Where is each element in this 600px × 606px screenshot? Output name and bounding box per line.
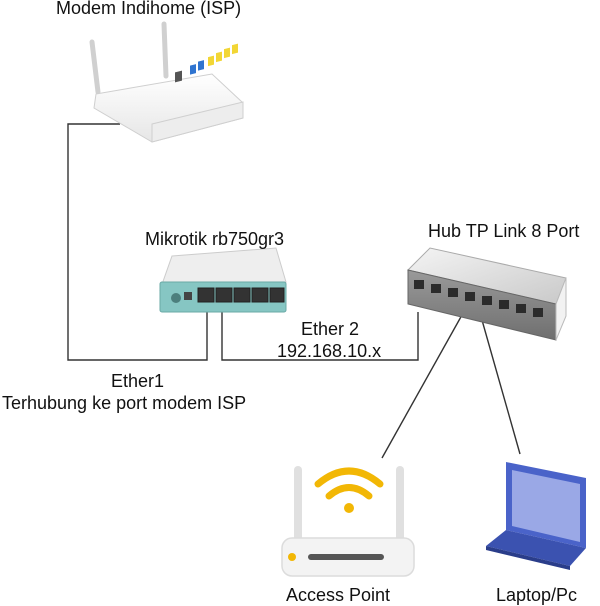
ether2-label: Ether 2: [301, 319, 360, 339]
laptop-label: Laptop/Pc: [496, 585, 578, 605]
subnet-label: 192.168.10.x: [277, 341, 382, 361]
laptop-device: [486, 462, 586, 606]
access-point-label: Access Point: [286, 585, 391, 605]
switch-device: [407, 247, 567, 341]
router-to-switch-line: [221, 304, 419, 361]
router-device: [159, 247, 287, 313]
switch-to-ap-line: [381, 305, 468, 459]
switch-label: Hub TP Link 8 Port: [428, 221, 580, 241]
modem-to-router-line: [67, 123, 208, 361]
router-label: Mikrotik rb750gr3: [145, 229, 285, 249]
modem-label: Modem Indihome (ISP): [56, 0, 242, 18]
ether1-label: Ether1: [111, 371, 165, 391]
switch-to-laptop-line: [477, 305, 521, 455]
access-point-device: [281, 466, 415, 577]
modem-device: [89, 21, 244, 143]
ether1-description: Terhubung ke port modem ISP: [2, 393, 247, 413]
connection-lines: [67, 123, 521, 459]
